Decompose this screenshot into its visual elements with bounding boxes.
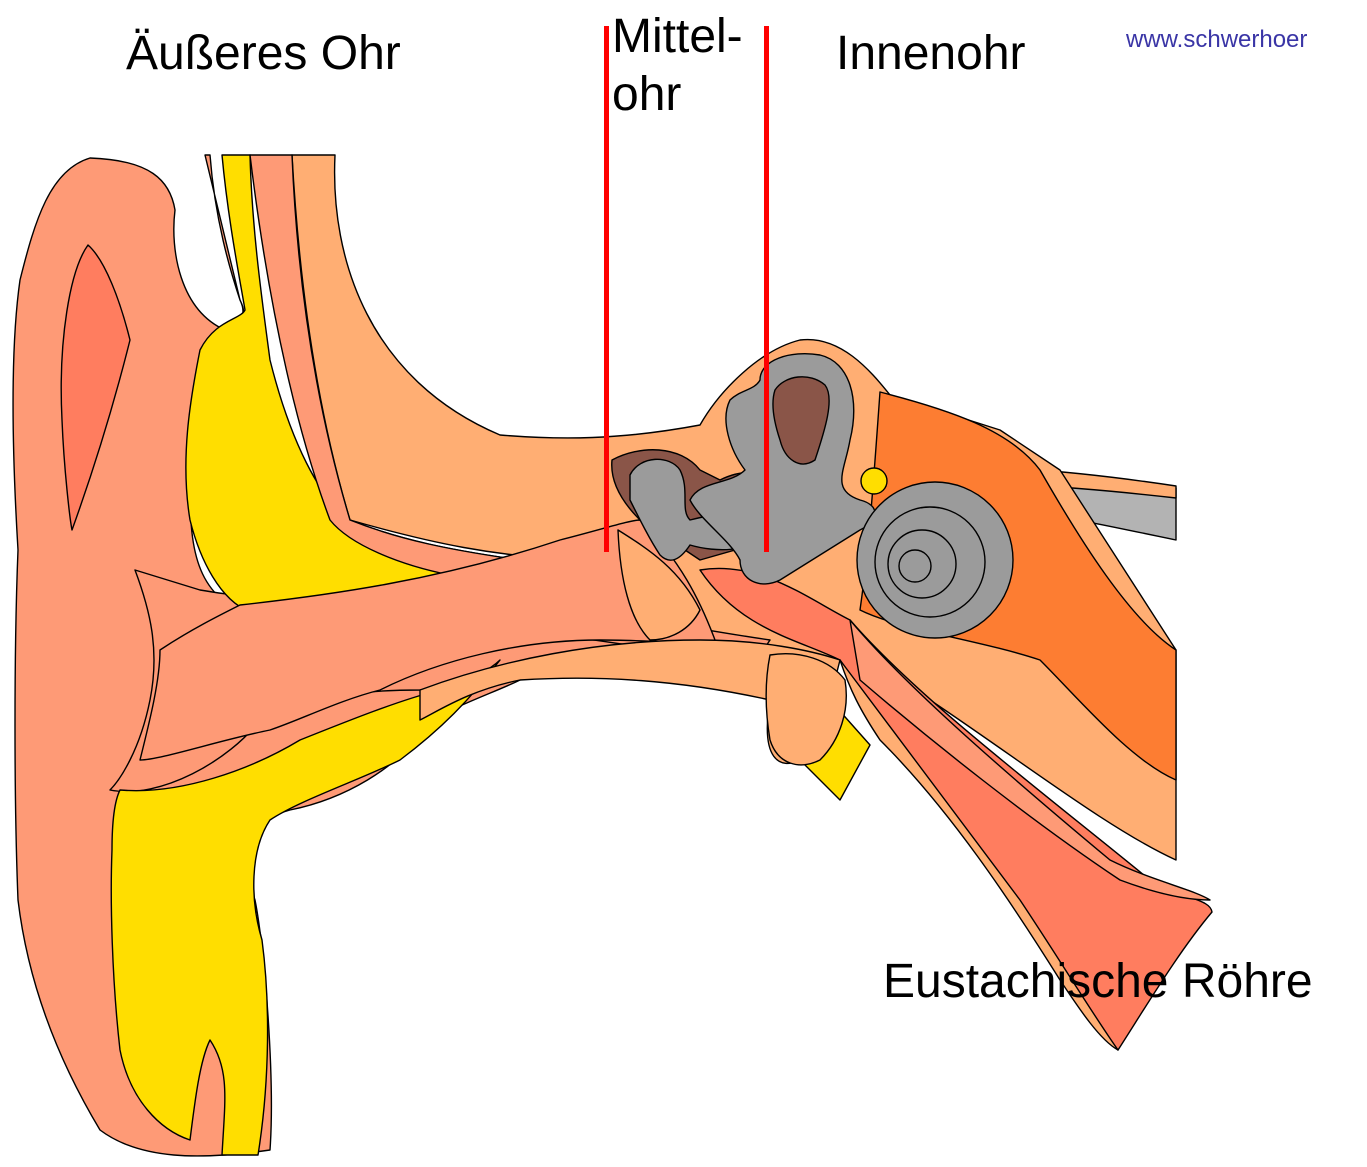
watermark-url: www.schwerhoer [1126,28,1307,52]
cochlea [857,482,1013,638]
label-middle-ear: Mittel-ohr [612,8,762,124]
divider-middle-inner [764,26,769,552]
label-inner-ear: Innenohr [836,30,1026,78]
label-eustachian-tube: Eustachische Röhre [883,958,1313,1006]
label-outer-ear: Äußeres Ohr [126,30,401,78]
nerve-ganglion [861,468,887,494]
divider-outer-middle [604,26,609,552]
